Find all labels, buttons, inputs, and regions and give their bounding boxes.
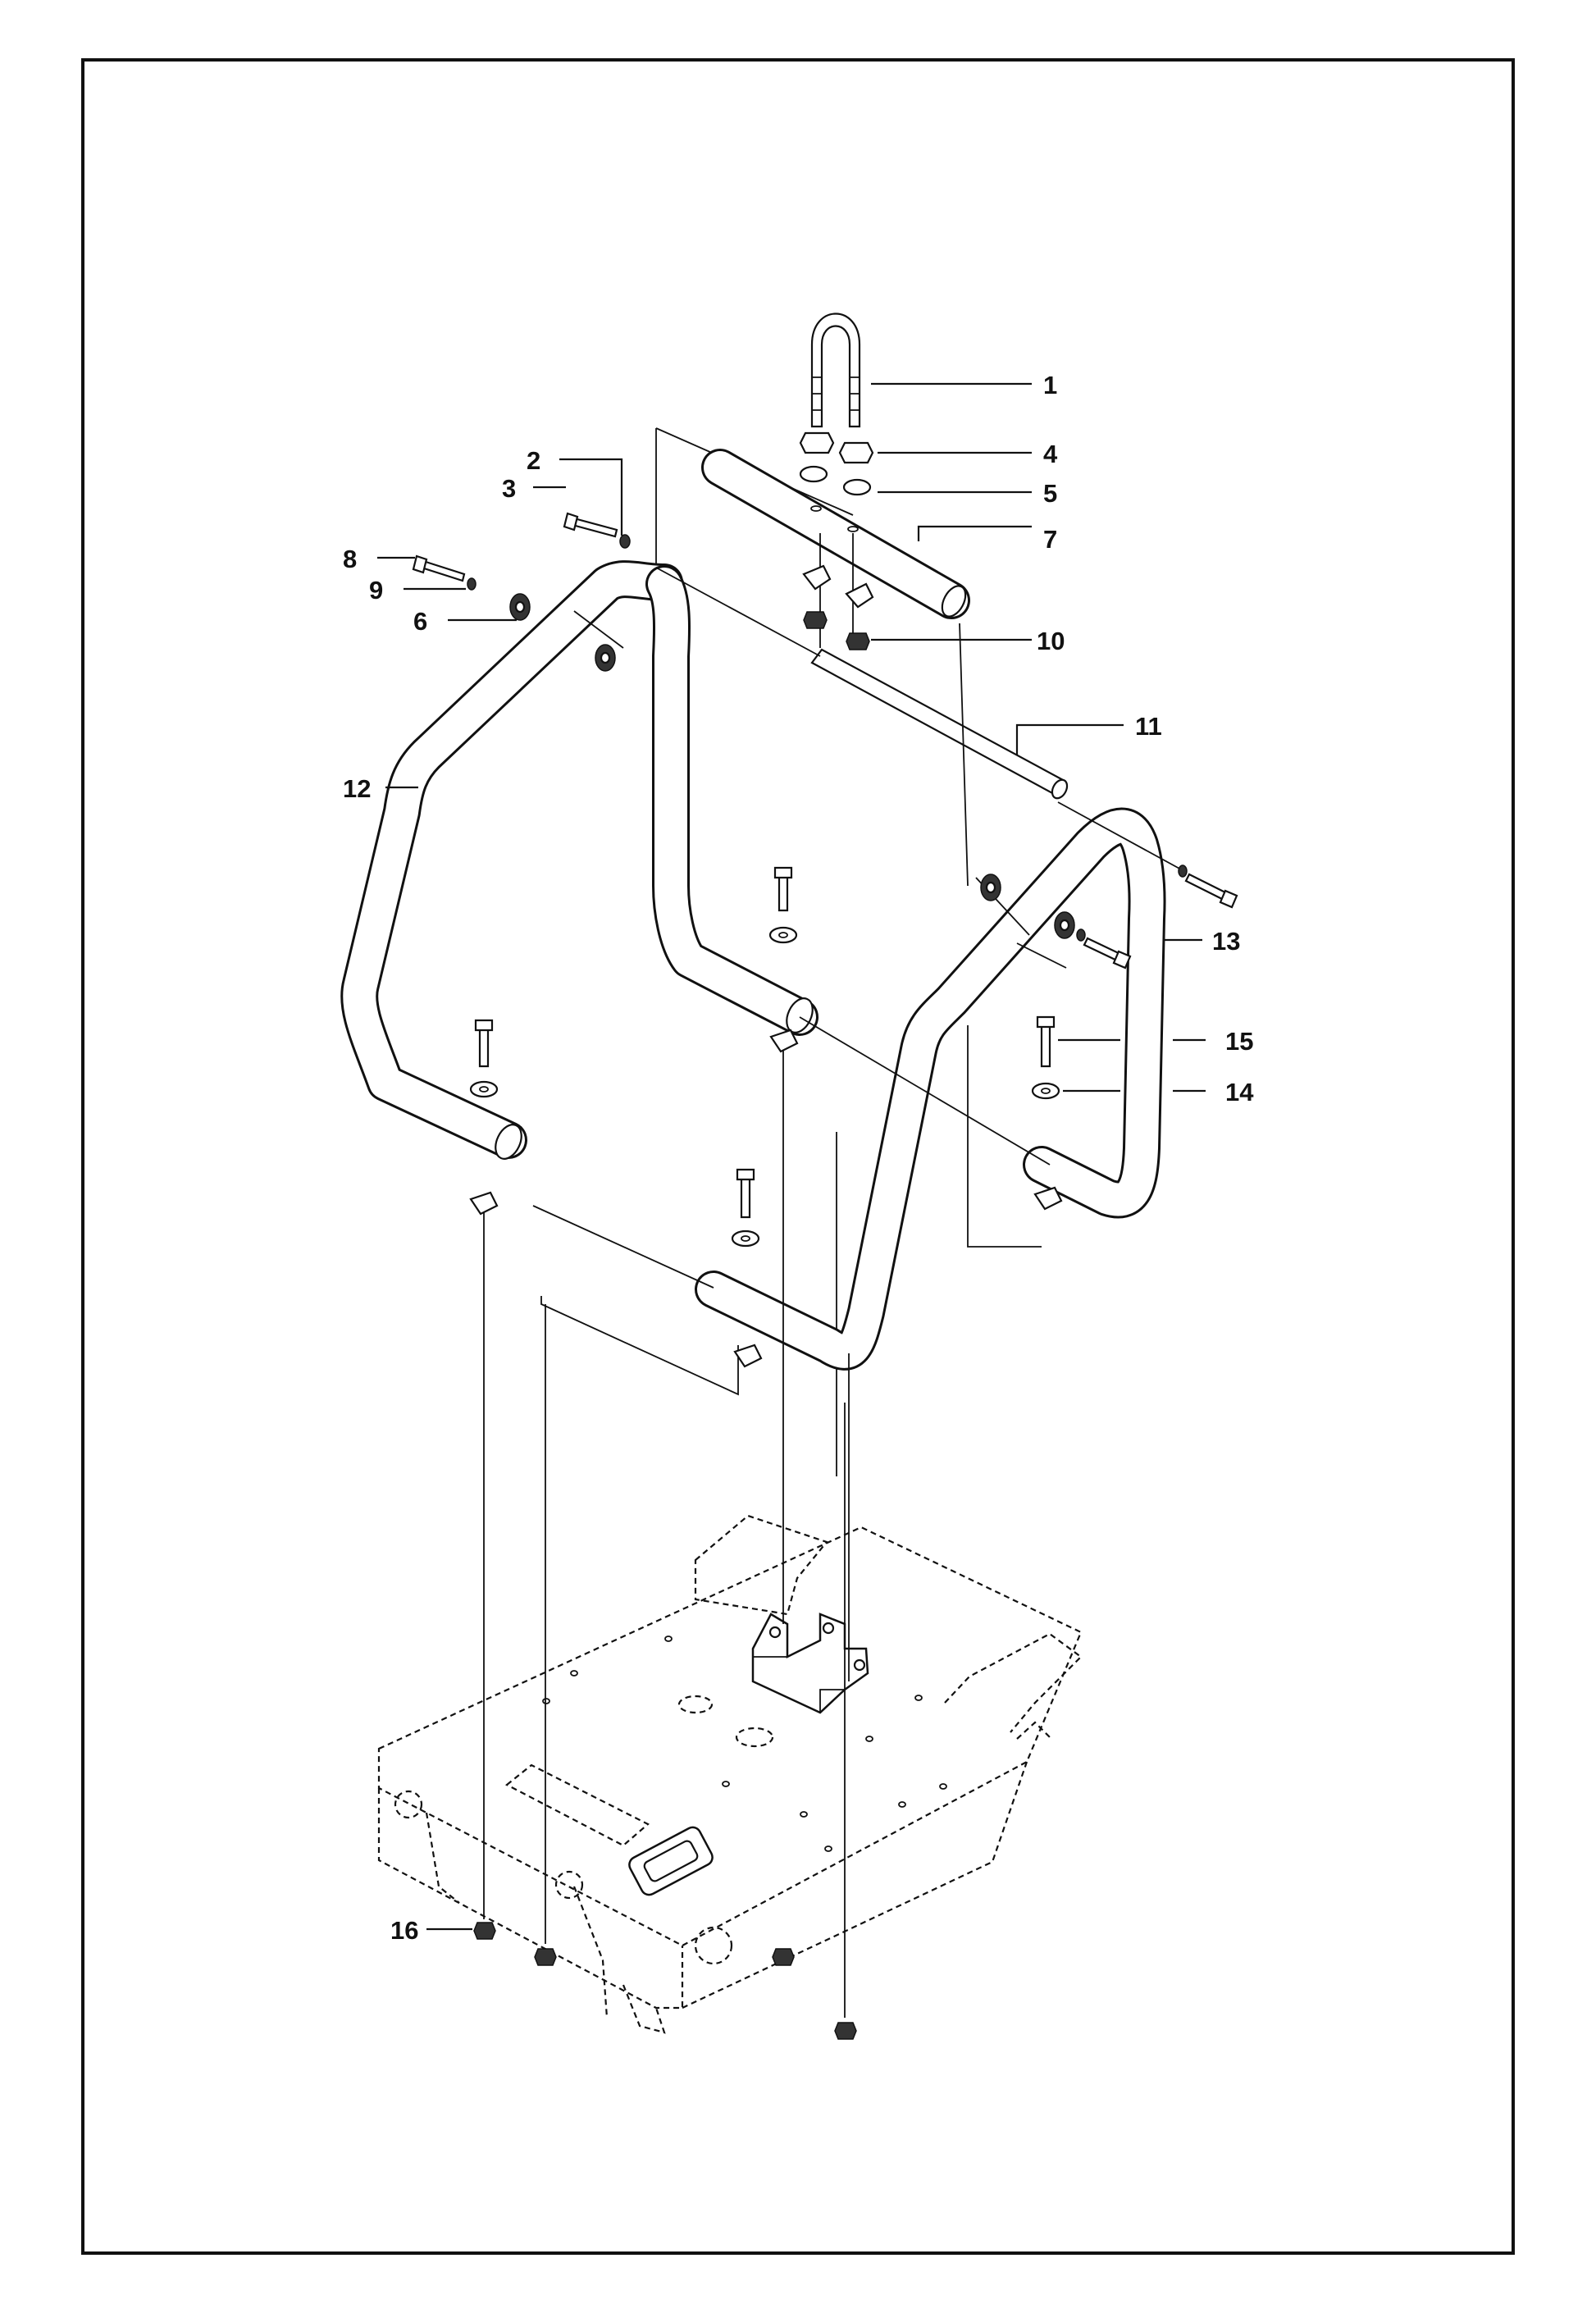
frame-right-13	[695, 807, 1166, 1371]
label-1: 1	[1043, 371, 1057, 399]
right-hardware	[980, 865, 1238, 969]
part-labels: 1 4 5 7 10 11 2 3 8 9 6 12 13 15 14 16	[343, 371, 1254, 1945]
label-11: 11	[1135, 712, 1162, 741]
cross-bar-7	[701, 449, 970, 619]
bolt-3	[563, 512, 631, 549]
label-9: 9	[369, 576, 383, 604]
top-hardware	[799, 431, 874, 650]
label-4: 4	[1043, 440, 1058, 468]
label-2: 2	[527, 446, 540, 475]
label-14: 14	[1225, 1078, 1254, 1106]
bottom-nuts	[473, 1922, 857, 2040]
diagram-frame	[81, 58, 1515, 2255]
label-7: 7	[1043, 525, 1057, 554]
vertical-bolts	[469, 866, 1063, 1368]
assembly-axes	[483, 533, 1182, 2018]
label-3: 3	[502, 474, 516, 503]
label-5: 5	[1043, 479, 1057, 508]
label-12: 12	[343, 774, 371, 803]
u-bolt	[810, 313, 861, 428]
label-6: 6	[413, 607, 427, 636]
label-16: 16	[390, 1916, 418, 1945]
frame-front-12	[645, 565, 819, 1036]
cross-bar-11	[810, 648, 1069, 800]
label-13: 13	[1212, 927, 1240, 956]
label-10: 10	[1037, 627, 1065, 655]
label-15: 15	[1225, 1027, 1253, 1056]
base-plate	[377, 1514, 1083, 2034]
label-8: 8	[343, 545, 357, 573]
bolt-8	[412, 554, 531, 621]
leader-lines	[377, 382, 1206, 1931]
frame-left-12	[340, 560, 683, 1159]
